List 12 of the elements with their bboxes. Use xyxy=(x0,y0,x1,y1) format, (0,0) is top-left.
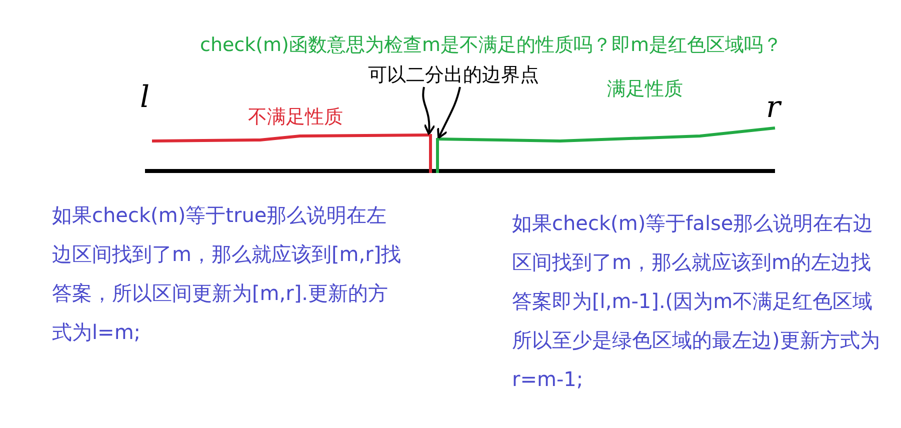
region-label: 不满足性质 xyxy=(248,105,343,129)
explanation-text: 如果check(m)等于true那么说明在左边区间找到了m，那么就应该到[m,r]找答案，所以区间更新为[m,r].更新的方式为l=m; xyxy=(52,202,402,346)
leader-line xyxy=(422,86,436,135)
boundary-bar xyxy=(428,134,432,173)
region-label: 满足性质 xyxy=(607,77,683,101)
leader-line xyxy=(437,86,461,139)
boundary-bar xyxy=(436,138,438,173)
callout-text: 可以二分出的边界点 xyxy=(368,63,539,87)
end-letter: l xyxy=(140,86,150,110)
title: check(m)函数意思为检查m是不满足的性质吗？即m是红色区域吗？ xyxy=(200,33,782,57)
end-letter: r xyxy=(766,96,780,120)
explanation-text: 如果check(m)等于false那么说明在右边区间找到了m，那么就应该到m的左边找答案即为[l,m-1].(因为m不满足红色区域所以至少是绿色区域的最左边)更新方式为r=m-1; xyxy=(512,210,881,393)
